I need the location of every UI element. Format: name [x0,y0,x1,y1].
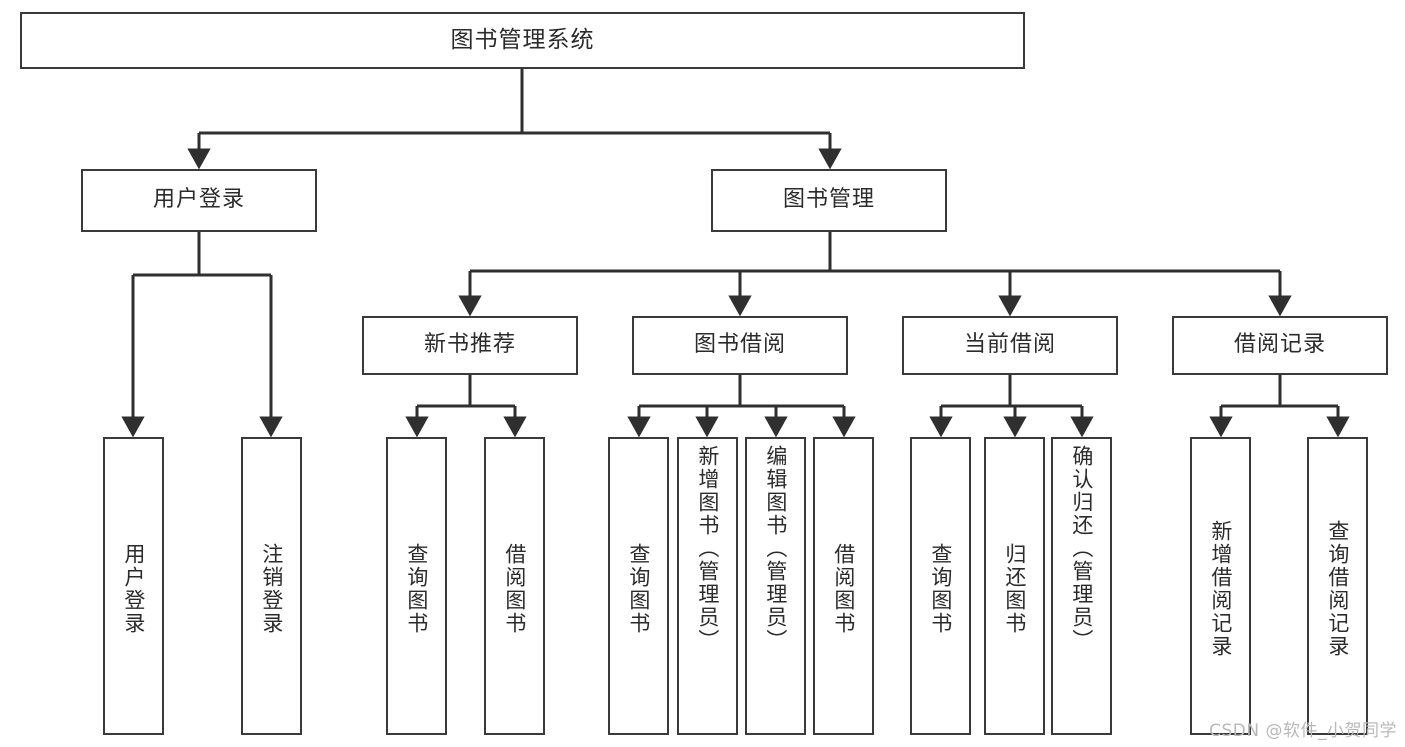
node-leaf-add-book[interactable]: 新增图书（管理员） [677,437,738,735]
node-label: 查询图书 [928,543,953,635]
node-label: 查询图书 [626,543,651,635]
node-label: 新增借阅记录 [1208,520,1233,658]
node-leaf-user-logout[interactable]: 注销登录 [241,437,302,735]
node-label: 借阅图书 [831,543,856,635]
node-leaf-user-login[interactable]: 用户登录 [103,437,164,735]
node-label: 用户登录 [121,543,146,635]
node-label: 图书借阅 [693,332,786,358]
node-label: 编辑图书（管理员） [763,445,788,652]
node-leaf-borrow-book-recommend[interactable]: 借阅图书 [484,437,545,735]
node-book-borrow[interactable]: 图书借阅 [632,316,848,375]
node-new-book-recommend[interactable]: 新书推荐 [362,316,578,375]
node-label: 查询借阅记录 [1325,520,1350,658]
node-label: 确认归还（管理员） [1069,445,1094,652]
node-label: 归还图书 [1002,543,1027,635]
node-label: 注销登录 [259,543,284,635]
node-leaf-borrow-book[interactable]: 借阅图书 [813,437,874,735]
node-leaf-edit-book[interactable]: 编辑图书（管理员） [745,437,806,735]
node-label: 图书管理 [782,187,875,213]
node-leaf-query-book-borrow[interactable]: 查询图书 [608,437,669,735]
node-user-login[interactable]: 用户登录 [81,169,317,232]
node-leaf-return-book[interactable]: 归还图书 [984,437,1045,735]
node-leaf-query-borrow-record[interactable]: 查询借阅记录 [1307,437,1368,735]
node-label: 借阅记录 [1233,332,1326,358]
node-leaf-add-borrow-record[interactable]: 新增借阅记录 [1190,437,1251,735]
node-label: 图书管理系统 [450,26,595,53]
node-book-manage[interactable]: 图书管理 [711,169,947,232]
node-label: 用户登录 [152,187,245,213]
node-label: 新书推荐 [423,332,516,358]
node-label: 借阅图书 [502,543,527,635]
node-leaf-query-book-recommend[interactable]: 查询图书 [386,437,447,735]
node-current-borrow[interactable]: 当前借阅 [902,316,1118,375]
node-root-system[interactable]: 图书管理系统 [20,12,1025,69]
node-leaf-query-book-current[interactable]: 查询图书 [910,437,971,735]
node-leaf-confirm-return[interactable]: 确认归还（管理员） [1051,437,1112,735]
node-label: 查询图书 [404,543,429,635]
node-label: 新增图书（管理员） [695,445,720,652]
node-borrow-record[interactable]: 借阅记录 [1172,316,1388,375]
node-label: 当前借阅 [963,332,1056,358]
